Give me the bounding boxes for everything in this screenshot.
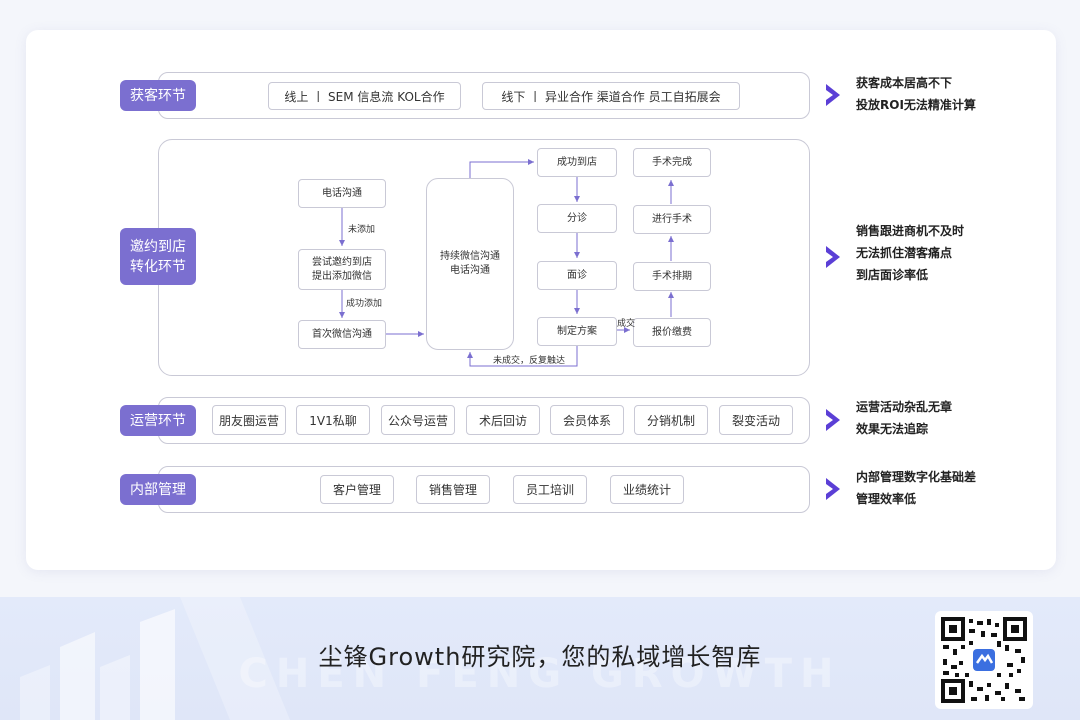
- pain-line: 运营活动杂乱无章: [856, 400, 953, 414]
- qr-code-graphic: [941, 617, 1027, 703]
- edge-label-added: 成功添加: [346, 299, 383, 309]
- pain-line: 销售跟进商机不及时: [856, 224, 965, 238]
- node-triage: 分诊: [537, 204, 617, 233]
- operate-chip: 会员体系: [550, 405, 624, 435]
- chevron-right-icon: [826, 246, 840, 268]
- stage-label-convert: 邀约到店 转化环节: [120, 228, 196, 285]
- footer-decoration: CHEN FENG GROWTH: [20, 597, 842, 720]
- operate-chip: 朋友圈运营: [212, 405, 286, 435]
- pain-line: 到店面诊率低: [856, 268, 929, 282]
- pain-operate: 运营活动杂乱无章 效果无法追踪: [856, 396, 952, 440]
- operate-chip: 1V1私聊: [296, 405, 370, 435]
- node-quote: 报价缴费: [633, 318, 711, 347]
- node-try-invite: 尝试邀约到店 提出添加微信: [298, 249, 386, 290]
- internal-chip: 业绩统计: [610, 475, 684, 504]
- operate-chip: 裂变活动: [719, 405, 793, 435]
- stage-label-acquire: 获客环节: [120, 80, 196, 111]
- pain-line: 管理效率低: [856, 492, 917, 506]
- pain-line: 获客成本居高不下: [856, 76, 953, 90]
- node-phone: 电话沟通: [298, 179, 386, 208]
- node-continue-wechat: 持续微信沟通 电话沟通: [426, 178, 514, 350]
- footer-slogan: 尘锋Growth研究院，您的私域增长智库: [318, 643, 762, 671]
- pain-line: 内部管理数字化基础差: [856, 470, 977, 484]
- chevron-right-icon: [826, 409, 840, 431]
- node-arrived: 成功到店: [537, 148, 617, 177]
- pain-acquire: 获客成本居高不下 投放ROI无法精准计算: [856, 72, 976, 116]
- acquire-chip-offline: 线下 丨 异业合作 渠道合作 员工自拓展会: [482, 82, 740, 110]
- pain-internal: 内部管理数字化基础差 管理效率低: [856, 466, 976, 510]
- edge-label-no-deal: 未成交，反复触达: [493, 356, 566, 366]
- pain-line: 投放ROI无法精准计算: [856, 98, 976, 112]
- qr-code-icon: [935, 611, 1033, 709]
- internal-chip: 销售管理: [416, 475, 490, 504]
- chevron-right-icon: [826, 478, 840, 500]
- internal-chip: 员工培训: [513, 475, 587, 504]
- footer-banner: CHEN FENG GROWTH 尘锋Growth研究院，您的私域增长智库: [0, 597, 1080, 720]
- node-surgery: 进行手术: [633, 205, 711, 234]
- internal-chip: 客户管理: [320, 475, 394, 504]
- operate-chip: 分销机制: [634, 405, 708, 435]
- node-first-wechat: 首次微信沟通: [298, 320, 386, 349]
- acquire-chip-online: 线上 丨 SEM 信息流 KOL合作: [268, 82, 461, 110]
- node-plan: 制定方案: [537, 317, 617, 346]
- stage-label-operate: 运营环节: [120, 405, 196, 436]
- pain-convert: 销售跟进商机不及时 无法抓住潜客痛点 到店面诊率低: [856, 220, 964, 286]
- pain-line: 无法抓住潜客痛点: [856, 246, 953, 260]
- footer-watermark: CHEN FENG GROWTH: [239, 651, 842, 697]
- pain-line: 效果无法追踪: [856, 422, 929, 436]
- stage-label-internal: 内部管理: [120, 474, 196, 505]
- node-consult: 面诊: [537, 261, 617, 290]
- node-schedule: 手术排期: [633, 262, 711, 291]
- operate-chip: 公众号运营: [381, 405, 455, 435]
- operate-chip: 术后回访: [466, 405, 540, 435]
- edge-label-not-added: 未添加: [348, 225, 376, 235]
- chevron-right-icon: [826, 84, 840, 106]
- node-surgery-done: 手术完成: [633, 148, 711, 177]
- edge-label-deal: 成交: [617, 319, 636, 329]
